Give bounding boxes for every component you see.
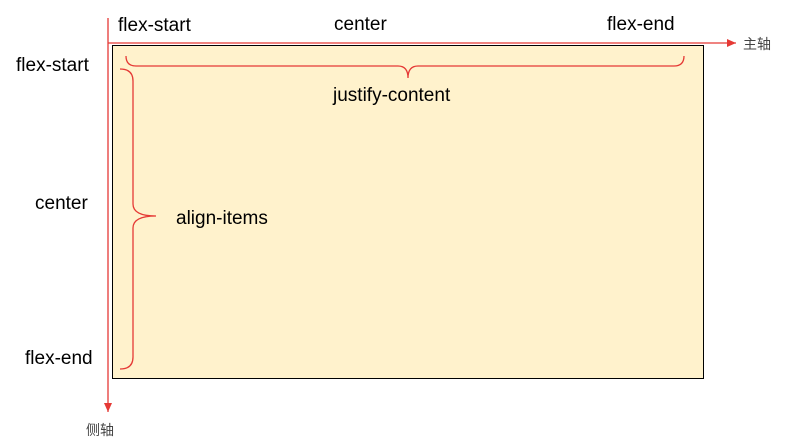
align-flex-start-label: flex-start	[16, 55, 89, 76]
justify-content-brace	[125, 55, 685, 79]
justify-content-label: justify-content	[333, 85, 451, 106]
justify-center-label: center	[334, 14, 387, 35]
main-axis-label: 主轴	[743, 37, 771, 53]
flex-container-box	[112, 45, 704, 379]
align-items-brace	[119, 68, 157, 370]
align-center-label: center	[35, 193, 88, 214]
cross-axis-label: 侧轴	[86, 423, 114, 439]
align-items-label: align-items	[176, 208, 268, 229]
align-flex-end-label: flex-end	[25, 348, 93, 369]
justify-flex-end-label: flex-end	[607, 14, 675, 35]
justify-flex-start-label: flex-start	[118, 15, 191, 36]
